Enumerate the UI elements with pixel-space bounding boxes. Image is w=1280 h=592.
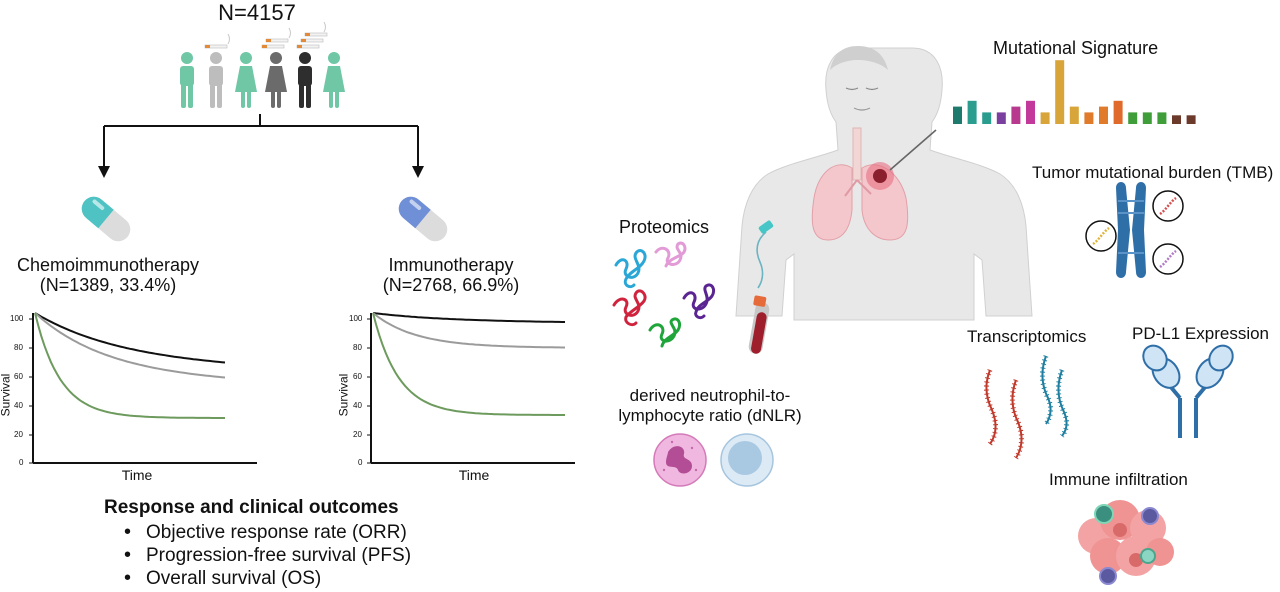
label-transcriptomics: Transcriptomics bbox=[967, 327, 1087, 346]
tumor-immune-cluster-icon bbox=[1078, 500, 1174, 585]
ytick-left-100: 100 bbox=[10, 314, 24, 323]
label-dnlr-line1: derived neutrophil-to- bbox=[629, 386, 791, 405]
ylabel-left: Survival bbox=[0, 373, 13, 417]
km-curve-1-1 bbox=[372, 312, 565, 349]
cohort-total: N=4157 bbox=[218, 0, 296, 25]
mut-bar-5 bbox=[1026, 100, 1035, 124]
label-proteomics: Proteomics bbox=[619, 217, 710, 237]
mut-bar-2 bbox=[982, 112, 992, 124]
arm-n-chemoimmunotherapy: (N=1389, 33.4%) bbox=[39, 275, 177, 295]
pill-capsule-icon-right bbox=[398, 196, 448, 242]
km-curve-1-0 bbox=[372, 312, 565, 323]
pill-capsule-icon-left bbox=[81, 196, 131, 242]
neutrophil-cell-icon bbox=[653, 433, 707, 487]
mut-bar-8 bbox=[1069, 106, 1079, 124]
mut-bar-6 bbox=[1040, 112, 1050, 124]
ytick-right-60: 60 bbox=[353, 372, 362, 381]
mut-bar-12 bbox=[1128, 112, 1138, 124]
mut-bar-16 bbox=[1186, 115, 1196, 124]
cohort-people-icon bbox=[180, 52, 345, 108]
ytick-left-60: 60 bbox=[14, 372, 23, 381]
ytick-right-80: 80 bbox=[353, 343, 362, 352]
outcome-pfs: Progression-free survival (PFS) bbox=[124, 544, 411, 567]
outcome-os: Overall survival (OS) bbox=[124, 567, 411, 590]
blood-tube-icon bbox=[748, 220, 774, 354]
mut-bar-11 bbox=[1113, 100, 1123, 124]
mut-bar-15 bbox=[1172, 115, 1181, 124]
mut-bar-9 bbox=[1084, 112, 1094, 124]
outcomes-title: Response and clinical outcomes bbox=[104, 497, 399, 518]
ytick-left-40: 40 bbox=[14, 401, 23, 410]
pdl1-receptor-icon bbox=[1142, 344, 1234, 438]
label-dnlr-line2: lymphocyte ratio (dNLR) bbox=[618, 406, 802, 425]
ylabel-right: Survival bbox=[336, 373, 351, 417]
km-curve-1-2 bbox=[372, 312, 565, 416]
dna-circle-icon bbox=[1085, 190, 1184, 275]
km-curves-right bbox=[372, 312, 565, 416]
ytick-right-0: 0 bbox=[358, 458, 363, 467]
human-body-illustration bbox=[735, 46, 1033, 321]
km-axes-right bbox=[370, 313, 575, 464]
mut-bar-1 bbox=[967, 100, 977, 124]
mut-bar-13 bbox=[1142, 112, 1152, 124]
km-curve-0-1 bbox=[34, 312, 226, 379]
mutational-signature-bars bbox=[953, 60, 1196, 124]
chromosome-icon bbox=[1116, 182, 1146, 278]
outcomes-list: Objective response rate (ORR) Progressio… bbox=[108, 521, 411, 590]
ytick-left-0: 0 bbox=[19, 458, 24, 467]
label-tmb: Tumor mutational burden (TMB) bbox=[1032, 163, 1274, 182]
xlabel-left: Time bbox=[121, 467, 153, 483]
ytick-left-20: 20 bbox=[14, 430, 23, 439]
cigarette-icon bbox=[204, 21, 328, 49]
mut-bar-0 bbox=[953, 106, 962, 124]
ytick-right-100: 100 bbox=[349, 314, 363, 323]
ytick-right-20: 20 bbox=[353, 430, 362, 439]
ytick-left-80: 80 bbox=[14, 343, 23, 352]
label-immune-infiltration: Immune infiltration bbox=[1049, 470, 1188, 489]
km-curve-0-2 bbox=[34, 312, 225, 419]
mut-bar-4 bbox=[1011, 106, 1021, 124]
protein-squiggle-icons bbox=[612, 241, 716, 348]
label-pdl1: PD-L1 Expression bbox=[1132, 324, 1270, 343]
outcome-orr: Objective response rate (ORR) bbox=[124, 521, 411, 544]
mut-bar-10 bbox=[1099, 106, 1108, 124]
km-curve-0-0 bbox=[34, 312, 226, 364]
branch-arrows bbox=[103, 114, 419, 170]
lymphocyte-cell-icon bbox=[720, 433, 774, 487]
label-mutational-signature: Mutational Signature bbox=[993, 38, 1159, 58]
km-curves-left bbox=[34, 312, 226, 419]
mut-bar-3 bbox=[996, 112, 1006, 124]
xlabel-right: Time bbox=[458, 467, 490, 483]
arm-name-immunotherapy: Immunotherapy bbox=[388, 255, 514, 275]
mut-bar-7 bbox=[1055, 60, 1065, 124]
arm-n-immunotherapy: (N=2768, 66.9%) bbox=[382, 275, 520, 295]
km-axes-left bbox=[32, 313, 257, 464]
arm-name-chemoimmunotherapy: Chemoimmunotherapy bbox=[16, 255, 200, 275]
ytick-right-40: 40 bbox=[353, 401, 362, 410]
mut-bar-14 bbox=[1157, 112, 1167, 124]
rna-strand-icons bbox=[984, 355, 1070, 460]
